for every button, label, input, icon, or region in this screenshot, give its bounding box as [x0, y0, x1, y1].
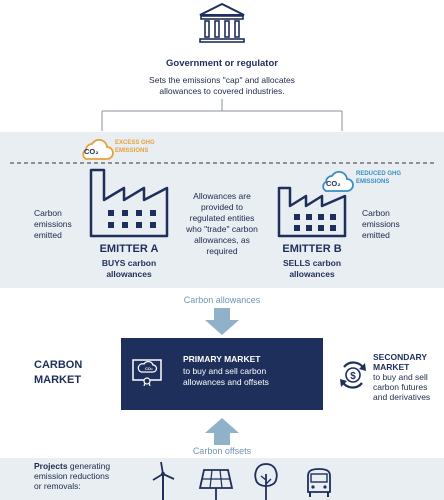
reduced-ghg-badge: REDUCED GHG EMISSIONS	[356, 171, 402, 185]
emitter-b-name: EMITTER B	[282, 243, 342, 255]
tree-icon	[254, 463, 278, 500]
carbon-allowances-down-arrow-icon	[205, 308, 239, 335]
government-building-icon	[199, 2, 245, 43]
emitter-b-factory-icon	[277, 186, 347, 238]
emitter-b-cloud-label: CO₂	[326, 179, 341, 188]
secondary-market-dollar-cycle-icon: $	[340, 361, 366, 389]
co2-certificate-icon	[132, 359, 162, 386]
regulator-title: Government or regulator	[166, 58, 278, 69]
projects-text: Projects generating emission reductions …	[34, 461, 111, 491]
svg-text:$: $	[350, 371, 356, 382]
emitter-a-cloud-label: CO₂	[84, 147, 99, 156]
reduced-co2-cloud-icon	[322, 170, 354, 192]
carbon-offsets-label: Carbon offsets	[192, 446, 252, 456]
regulator-connector	[101, 99, 343, 131]
excess-co2-cloud-icon	[82, 138, 114, 160]
electric-vehicle-icon	[307, 468, 331, 497]
carbon-offsets-up-arrow-icon	[205, 418, 239, 445]
emitter-a-name: EMITTER A	[99, 243, 159, 255]
carbon-allowances-label: Carbon allowances	[183, 295, 261, 305]
primary-market-icon-label: CO₂	[145, 366, 153, 371]
wind-turbine-icon	[152, 461, 175, 500]
cap-dashed-line	[10, 162, 434, 164]
emitters-band	[0, 132, 444, 288]
regulator-description: Sets the emissions "cap" and allocates a…	[149, 75, 295, 96]
excess-ghg-badge: EXCESS GHG EMISSIONS	[115, 140, 155, 154]
primary-market-box	[121, 338, 323, 410]
emitter-a-factory-icon	[89, 168, 169, 238]
primary-market-title: PRIMARY MARKET	[183, 354, 261, 364]
solar-panel-icon	[198, 469, 234, 500]
